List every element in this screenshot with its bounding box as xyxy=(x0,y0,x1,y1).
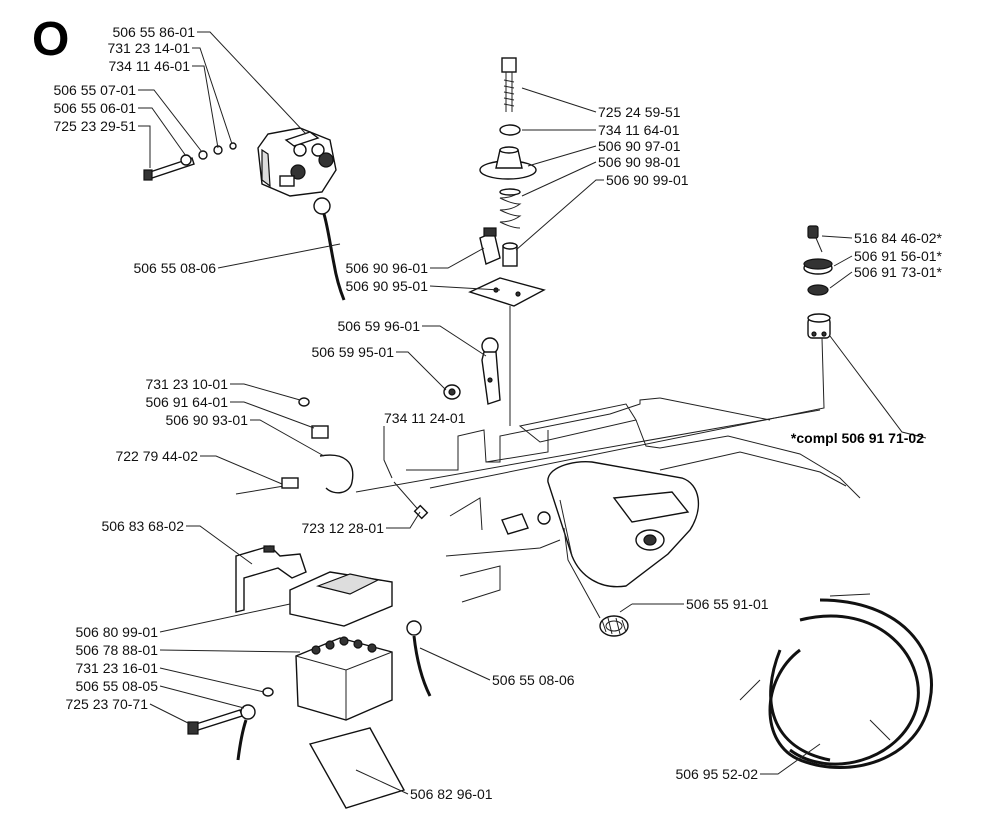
nut-506-91-73-01 xyxy=(807,284,829,296)
chassis-frame xyxy=(406,397,861,603)
clip-small xyxy=(501,511,551,535)
part-label: 731 23 16-01 xyxy=(75,660,158,676)
bolt-725-24-59-51 xyxy=(501,57,517,112)
nut-731-23-10-01 xyxy=(298,397,310,407)
part-label: 506 90 99-01 xyxy=(606,172,689,188)
part-label: 506 90 93-01 xyxy=(165,412,248,428)
part-label: 731 23 14-01 xyxy=(107,40,190,56)
cap-506-91-56-01 xyxy=(803,258,833,275)
part-label: 506 80 99-01 xyxy=(75,624,158,640)
spring-506-90-98-01 xyxy=(499,188,522,229)
key-516-84-46-02 xyxy=(807,225,823,253)
battery-holder-506-83-68-02 xyxy=(235,545,307,613)
part-label: 723 12 28-01 xyxy=(301,520,384,536)
part-label: 725 24 59-51 xyxy=(598,104,681,120)
cable-506-55-08-06-battery xyxy=(406,620,432,697)
ignition-switch xyxy=(807,313,831,339)
part-label: 506 83 68-02 xyxy=(101,518,184,534)
part-label: 506 55 08-06 xyxy=(492,672,575,688)
part-label: 506 95 52-02 xyxy=(675,766,758,782)
part-label: 506 82 96-01 xyxy=(410,786,493,802)
part-label: 506 90 98-01 xyxy=(598,154,681,170)
part-label: 506 55 91-01 xyxy=(686,596,769,612)
battery-506-78-88-01 xyxy=(295,636,393,721)
knob-506-59-95-01 xyxy=(443,384,461,400)
solenoid-assembly xyxy=(257,127,337,197)
part-label: 734 11 64-01 xyxy=(598,122,680,138)
part-label: 725 23 70-71 xyxy=(65,696,148,712)
clip-506-91-64-01 xyxy=(311,425,329,439)
part-label: 506 91 64-01 xyxy=(145,394,228,410)
part-label: 725 23 29-51 xyxy=(53,118,136,134)
leader-lines xyxy=(138,31,927,795)
cable-506-55-08-06-top xyxy=(313,197,346,301)
part-label: 506 55 06-01 xyxy=(53,100,136,116)
part-label: 506 78 88-01 xyxy=(75,642,158,658)
part-label: 506 90 97-01 xyxy=(598,138,681,154)
part-label: 734 11 46-01 xyxy=(109,58,191,74)
cup-506-90-97-01 xyxy=(479,146,537,180)
part-label: 731 23 10-01 xyxy=(145,376,228,392)
switch-506-90-96-01 xyxy=(479,227,501,265)
bolt-725-23-29-51 xyxy=(143,142,237,181)
bracket-506-90-93-01 xyxy=(319,454,354,494)
part-label: 734 11 24-01 xyxy=(384,410,466,426)
lever-506-59-96-01 xyxy=(481,337,501,405)
nut-731-23-16-01 xyxy=(262,687,274,697)
grommet-506-55-91-01 xyxy=(599,615,629,637)
wiring-harness-506-95-52-02 xyxy=(739,593,933,769)
screw-723-12-28-01 xyxy=(393,481,429,520)
part-label: 506 55 08-06 xyxy=(133,260,216,276)
part-label: 506 90 96-01 xyxy=(345,260,428,276)
bushing-506-90-99-01 xyxy=(502,242,518,267)
battery-cover-506-80-99-01 xyxy=(289,571,393,627)
washer-734-11-64-01 xyxy=(499,124,521,136)
part-label: 506 55 08-05 xyxy=(75,678,158,694)
part-label: 506 59 95-01 xyxy=(311,344,394,360)
part-label: 506 55 86-01 xyxy=(112,24,195,40)
mat-506-82-96-01 xyxy=(308,727,406,809)
compl-label: *compl 506 91 71-02 xyxy=(791,430,924,446)
part-label: 506 55 07-01 xyxy=(53,82,136,98)
bolt-725-23-70-71 xyxy=(187,709,243,735)
part-label: 516 84 46-02* xyxy=(854,230,943,246)
section-letter: O xyxy=(32,13,69,66)
part-label: 506 91 56-01* xyxy=(854,248,943,264)
plate-506-90-95-01 xyxy=(468,277,546,307)
part-label: 722 79 44-02 xyxy=(115,448,198,464)
part-label: 506 59 96-01 xyxy=(337,318,420,334)
sensor-722-79-44-02 xyxy=(235,477,299,495)
seat-bracket xyxy=(547,461,700,588)
part-label: 506 91 73-01* xyxy=(854,264,943,280)
part-label: 506 90 95-01 xyxy=(345,278,428,294)
